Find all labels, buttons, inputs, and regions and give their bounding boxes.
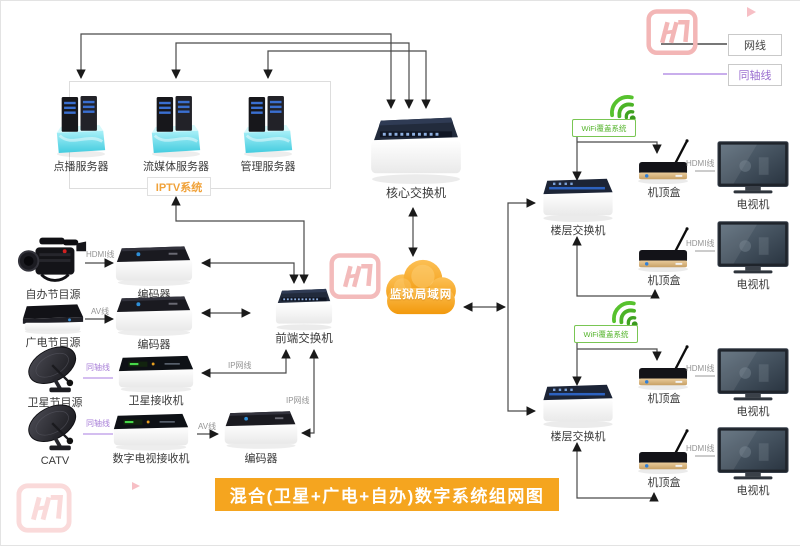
satellite-dish-icon bbox=[19, 399, 91, 453]
lan-cloud-node: 监狱局域网 bbox=[379, 255, 463, 319]
tv-icon bbox=[716, 425, 790, 483]
floor-switch2-label: 楼层交换机 bbox=[550, 431, 606, 443]
server-icon bbox=[52, 91, 110, 159]
tv4-node: 电视机 bbox=[715, 425, 791, 497]
tv3-label: 电视机 bbox=[736, 406, 770, 418]
coax-cable-label: 同轴线 bbox=[86, 419, 110, 428]
ip-cable-label: IP网线 bbox=[286, 396, 310, 405]
hdmi-cable-label: HDMI线 bbox=[686, 364, 715, 373]
wifi-coverage-tag: WiFi覆盖系统 bbox=[572, 119, 636, 137]
self-program-source-label: 自办节目源 bbox=[25, 289, 81, 301]
receiver-icon bbox=[112, 353, 200, 393]
floor-switch2-node: 楼层交换机 bbox=[537, 379, 619, 443]
dtv-receiver-node: 数字电视接收机 bbox=[103, 411, 199, 465]
av-cable-label: AV线 bbox=[91, 307, 110, 316]
management-server-label: 管理服务器 bbox=[240, 161, 296, 173]
hdmi-cable-label: HDMI线 bbox=[686, 239, 715, 248]
stb2-label: 机顶盒 bbox=[647, 275, 681, 287]
encoder3-label: 编码器 bbox=[244, 453, 278, 465]
ip-cable-label: IP网线 bbox=[228, 361, 252, 370]
watermark-triangle bbox=[747, 7, 756, 17]
tv-icon bbox=[716, 346, 790, 404]
switch-icon bbox=[366, 105, 466, 185]
server-icon bbox=[239, 91, 297, 159]
watermark-triangle bbox=[132, 482, 140, 490]
iptv-system-tag: IPTV系统 bbox=[147, 177, 211, 196]
set-top-box-icon bbox=[633, 225, 695, 273]
stb3-node: 机顶盒 bbox=[631, 343, 697, 405]
wifi-coverage-label: WiFi覆盖系统 bbox=[583, 329, 629, 339]
stb4-label: 机顶盒 bbox=[647, 477, 681, 489]
wifi-coverage-tag: WiFi覆盖系统 bbox=[574, 325, 638, 343]
catv-source-label: CATV bbox=[40, 455, 70, 467]
camera-icon bbox=[16, 233, 90, 287]
legend-coax-wire-label: 同轴线 bbox=[738, 70, 772, 82]
satellite-dish-icon bbox=[19, 341, 91, 395]
self-program-source-node: 自办节目源 bbox=[13, 233, 93, 301]
broadcast-source-label: 广电节目源 bbox=[25, 337, 81, 349]
wifi-coverage-label: WiFi覆盖系统 bbox=[581, 123, 627, 133]
receiver-icon bbox=[107, 411, 195, 451]
hdmi-wires bbox=[695, 170, 715, 457]
tv2-node: 电视机 bbox=[715, 219, 791, 291]
broadcast-source-node: 广电节目源 bbox=[13, 297, 93, 349]
switch-icon bbox=[539, 173, 617, 223]
tv1-node: 电视机 bbox=[715, 139, 791, 211]
coax-cable-label: 同轴线 bbox=[86, 363, 110, 372]
encoder2-node: 编码器 bbox=[112, 291, 196, 351]
encoder3-node: 编码器 bbox=[220, 405, 302, 465]
legend-coax-wire: 同轴线 bbox=[728, 64, 782, 86]
tv-icon bbox=[716, 219, 790, 277]
av-cable-label: AV线 bbox=[198, 422, 217, 431]
vod-server-label: 点播服务器 bbox=[53, 161, 109, 173]
tv1-label: 电视机 bbox=[736, 199, 770, 211]
encoder2-label: 编码器 bbox=[137, 339, 171, 351]
broadcast-box-icon bbox=[19, 297, 87, 335]
headend-switch-node: 前端交换机 bbox=[259, 281, 349, 345]
vod-server-node: 点播服务器 bbox=[31, 91, 131, 173]
core-switch-node: 核心交换机 bbox=[361, 105, 471, 199]
dtv-receiver-label: 数字电视接收机 bbox=[112, 453, 190, 465]
legend-net-wire-label: 网线 bbox=[744, 40, 766, 52]
switch-icon bbox=[262, 281, 346, 331]
server-icon bbox=[147, 91, 205, 159]
lan-cloud-label: 监狱局域网 bbox=[389, 289, 453, 301]
streaming-server-label: 流媒体服务器 bbox=[143, 161, 209, 173]
hdmi-cable-label: HDMI线 bbox=[86, 250, 115, 259]
floor-switch1-label: 楼层交换机 bbox=[550, 225, 606, 237]
tv2-label: 电视机 bbox=[736, 279, 770, 291]
stb4-node: 机顶盒 bbox=[631, 427, 697, 489]
encoder-icon bbox=[112, 291, 196, 337]
stb2-node: 机顶盒 bbox=[631, 225, 697, 287]
switch-icon bbox=[539, 379, 617, 429]
core-switch-label: 核心交换机 bbox=[385, 186, 446, 200]
watermark-logo-icon bbox=[15, 481, 73, 537]
satellite-receiver-node: 卫星接收机 bbox=[109, 353, 203, 407]
management-server-node: 管理服务器 bbox=[218, 91, 318, 173]
encoder-icon bbox=[112, 241, 196, 287]
legend-net-wire: 网线 bbox=[728, 34, 782, 56]
stb1-node: 机顶盒 bbox=[631, 137, 697, 199]
streaming-server-node: 流媒体服务器 bbox=[126, 91, 226, 173]
catv-source-node: CATV bbox=[15, 399, 95, 467]
stb1-label: 机顶盒 bbox=[647, 187, 681, 199]
hdmi-cable-label: HDMI线 bbox=[686, 159, 715, 168]
stb3-label: 机顶盒 bbox=[647, 393, 681, 405]
tv4-label: 电视机 bbox=[736, 485, 770, 497]
tv3-node: 电视机 bbox=[715, 346, 791, 418]
hdmi-cable-label: HDMI线 bbox=[686, 444, 715, 453]
floor-switch1-node: 楼层交换机 bbox=[537, 173, 619, 237]
headend-switch-label: 前端交换机 bbox=[275, 333, 333, 345]
encoder-icon bbox=[221, 405, 301, 451]
satellite-receiver-label: 卫星接收机 bbox=[128, 395, 184, 407]
diagram-title: 混合(卫星+广电+自办)数字系统组网图 bbox=[215, 478, 559, 511]
tv-icon bbox=[716, 139, 790, 197]
watermark-logo-icon bbox=[644, 7, 700, 59]
iptv-system-tag-label: IPTV系统 bbox=[155, 181, 203, 194]
